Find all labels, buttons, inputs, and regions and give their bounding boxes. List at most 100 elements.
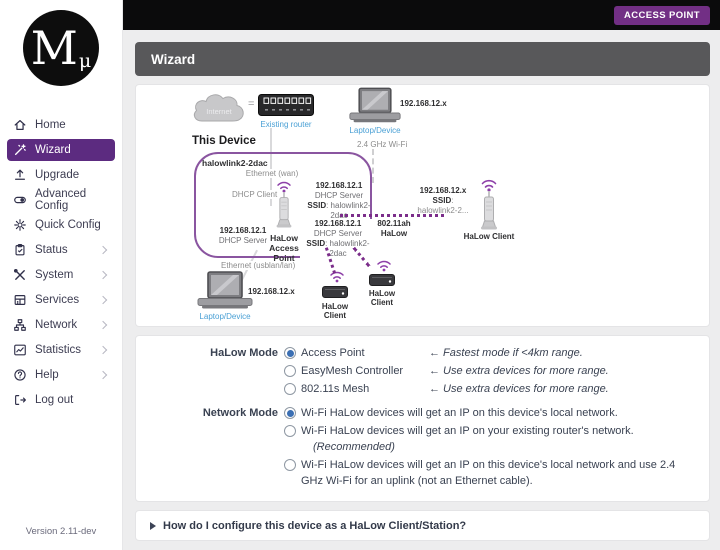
ethernet-wan-label: Ethernet (wan): [242, 169, 302, 178]
wifi24-link-line: [372, 149, 374, 183]
right-client-block: 192.168.12.x SSID: halowlink2-2...: [412, 186, 474, 216]
halow-client-box-icon: [322, 286, 348, 298]
this-device-box: [194, 152, 372, 258]
magic-wand-icon: [14, 144, 26, 156]
this-device-label: This Device: [192, 135, 256, 147]
page-header: Wizard: [135, 42, 710, 76]
sidebar-item-wizard[interactable]: Wizard: [7, 139, 115, 161]
question-circle-icon: [14, 369, 26, 381]
sidebar-item-label: Home: [35, 119, 66, 131]
radio-icon[interactable]: [284, 383, 296, 395]
link-line2: HaLow: [380, 229, 408, 238]
option-hint: ← Use extra devices for more range.: [429, 365, 609, 377]
halow-link-line: [340, 214, 444, 217]
recommended-note: (Recommended): [313, 441, 395, 453]
halow-mode-row: EasyMesh Controller ← Use extra devices …: [136, 363, 697, 379]
halow-access-point-icon: [276, 181, 292, 228]
radio-network-local-wifi-uplink[interactable]: Wi-Fi HaLow devices will get an IP on th…: [284, 457, 697, 489]
services-grid-icon: [14, 295, 26, 305]
lan-network-block: 192.168.12.1 DHCP Server: [218, 226, 268, 246]
right-client-label: HaLow Client: [463, 232, 515, 241]
ssid-label: SSID: [432, 196, 452, 205]
halow-link-label: 802.11ah HaLow: [376, 219, 412, 239]
radio-access-point[interactable]: Access Point: [284, 345, 365, 361]
halow-client-help-expander[interactable]: How do I configure this device as a HaLo…: [135, 510, 710, 541]
mode-status-badge[interactable]: ACCESS POINT: [613, 5, 710, 25]
option-label: Wi-Fi HaLow devices will get an IP on th…: [301, 459, 676, 487]
lan-ip: 192.168.12.1: [219, 226, 267, 235]
ssid-value: : halowlink2-2...: [417, 196, 469, 215]
sidebar-item-label: Upgrade: [35, 169, 80, 181]
sidebar-item-advanced-config[interactable]: Advanced Config: [7, 188, 115, 212]
ssid-value: : halowlink2-2dac: [325, 239, 370, 258]
sidebar-item-label: Status: [35, 244, 68, 256]
radio-easymesh-controller[interactable]: EasyMesh Controller: [284, 363, 403, 379]
chevron-right-icon: [98, 270, 108, 280]
network-mode-row: Wi-Fi HaLow devices will get an IP on th…: [136, 457, 697, 489]
tools-icon: [13, 268, 25, 280]
radio-network-existing-router[interactable]: Wi-Fi HaLow devices will get an IP on yo…: [284, 423, 697, 455]
main-content: Wizard Internet = Existing router: [123, 30, 720, 550]
sidebar-item-quick-config[interactable]: Quick Config: [7, 214, 115, 236]
toggle-icon: [14, 196, 26, 204]
radio-icon[interactable]: [284, 425, 296, 437]
halow-ip: 192.168.12.1: [314, 219, 362, 228]
radio-icon[interactable]: [284, 407, 296, 419]
dhcp-client-label: DHCP Client: [232, 190, 278, 199]
internet-cloud-icon: Internet: [193, 94, 244, 122]
option-label: Wi-Fi HaLow devices will get an IP on th…: [301, 407, 618, 419]
radio-icon[interactable]: [284, 365, 296, 377]
sidebar-nav: Home Wizard Upgrade Advanced Config Quic…: [0, 114, 122, 411]
logout-icon: [15, 395, 26, 405]
radio-80211s-mesh[interactable]: 802.11s Mesh: [284, 381, 369, 397]
chevron-right-icon: [98, 295, 108, 305]
wifi24-dhcp: DHCP Server: [314, 191, 364, 200]
sidebar-item-network[interactable]: Network: [7, 314, 115, 336]
sidebar-item-logout[interactable]: Log out: [7, 389, 115, 411]
ssid-value: : halowlink2-2dac: [326, 201, 371, 220]
sidebar-item-label: Services: [35, 294, 80, 306]
option-hint: ← Fastest mode if <4km range.: [429, 347, 583, 359]
laptop-top-ip: 192.168.12.x: [400, 99, 447, 108]
sidebar-item-label: Quick Config: [35, 219, 101, 231]
halow-client-tower-icon: [481, 179, 497, 230]
sidebar-item-upgrade[interactable]: Upgrade: [7, 164, 115, 186]
network-mode-row: Wi-Fi HaLow devices will get an IP on yo…: [136, 423, 697, 455]
sidebar-item-label: Help: [35, 369, 59, 381]
wifi-arcs-icon: [330, 271, 344, 283]
sidebar-item-status[interactable]: Status: [7, 239, 115, 261]
chevron-right-icon: [98, 320, 108, 330]
device-hostname: halowlink2-2dac: [202, 158, 268, 168]
sidebar-item-home[interactable]: Home: [7, 114, 115, 136]
sidebar-item-statistics[interactable]: Statistics: [7, 339, 115, 361]
home-icon: [14, 120, 26, 130]
sidebar-item-label: Wizard: [35, 144, 71, 156]
clipboard-icon: [15, 244, 25, 256]
radio-icon[interactable]: [284, 459, 296, 471]
laptop-bottom-label: Laptop/Device: [199, 312, 251, 321]
sidebar-item-label: Statistics: [35, 344, 82, 356]
radio-icon[interactable]: [284, 347, 296, 359]
sidebar-item-services[interactable]: Services: [7, 289, 115, 311]
network-mode-row: Network Mode Wi-Fi HaLow devices will ge…: [136, 405, 697, 421]
sidebar: M μ Home Wizard Upgrade Advanced Config: [0, 0, 123, 550]
radio-network-local[interactable]: Wi-Fi HaLow devices will get an IP on th…: [284, 405, 618, 421]
sidebar-item-help[interactable]: Help: [7, 364, 115, 386]
laptop-top-icon: [349, 87, 401, 123]
halow-client2-label: HaLow Client: [368, 289, 396, 307]
right-client-ip: 192.168.12.x: [419, 186, 467, 195]
halow-dhcp: DHCP Server: [313, 229, 363, 238]
version-text: Version 2.11-dev: [25, 526, 97, 537]
gear-icon: [14, 219, 26, 231]
option-label: Access Point: [301, 347, 365, 359]
chevron-right-icon: [98, 370, 108, 380]
lan-dhcp: DHCP Server: [218, 236, 268, 245]
ethernet-wan-line: [270, 128, 272, 206]
sidebar-item-system[interactable]: System: [7, 264, 115, 286]
logo-letter: M: [30, 21, 78, 75]
sidebar-item-label: System: [35, 269, 74, 281]
option-label: EasyMesh Controller: [301, 365, 404, 377]
sidebar-item-label: Network: [35, 319, 78, 331]
existing-router-icon: [258, 94, 314, 116]
halow-mode-label: HaLow Mode: [210, 347, 278, 359]
